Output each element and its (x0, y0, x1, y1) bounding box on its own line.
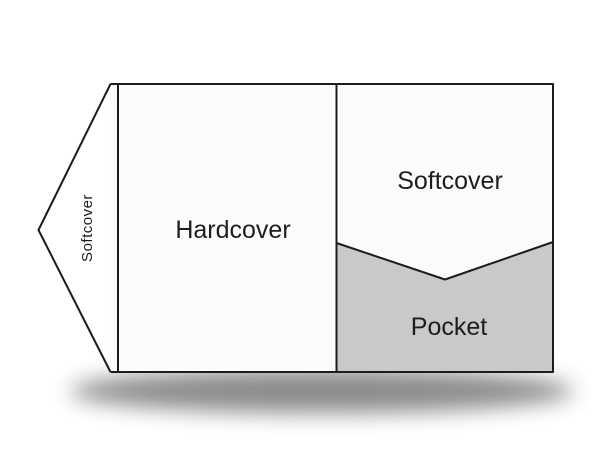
softcover-label: Softcover (397, 167, 503, 195)
drop-shadow (70, 369, 574, 413)
pocket-shape (336, 242, 553, 372)
hardcover-label: Hardcover (175, 216, 290, 244)
folder-border (110, 83, 554, 373)
pocket-notch-edge (336, 241, 554, 281)
left-flap-label: Softcover (79, 194, 96, 262)
pocket-label: Pocket (411, 313, 487, 341)
left-flap (37, 83, 112, 373)
